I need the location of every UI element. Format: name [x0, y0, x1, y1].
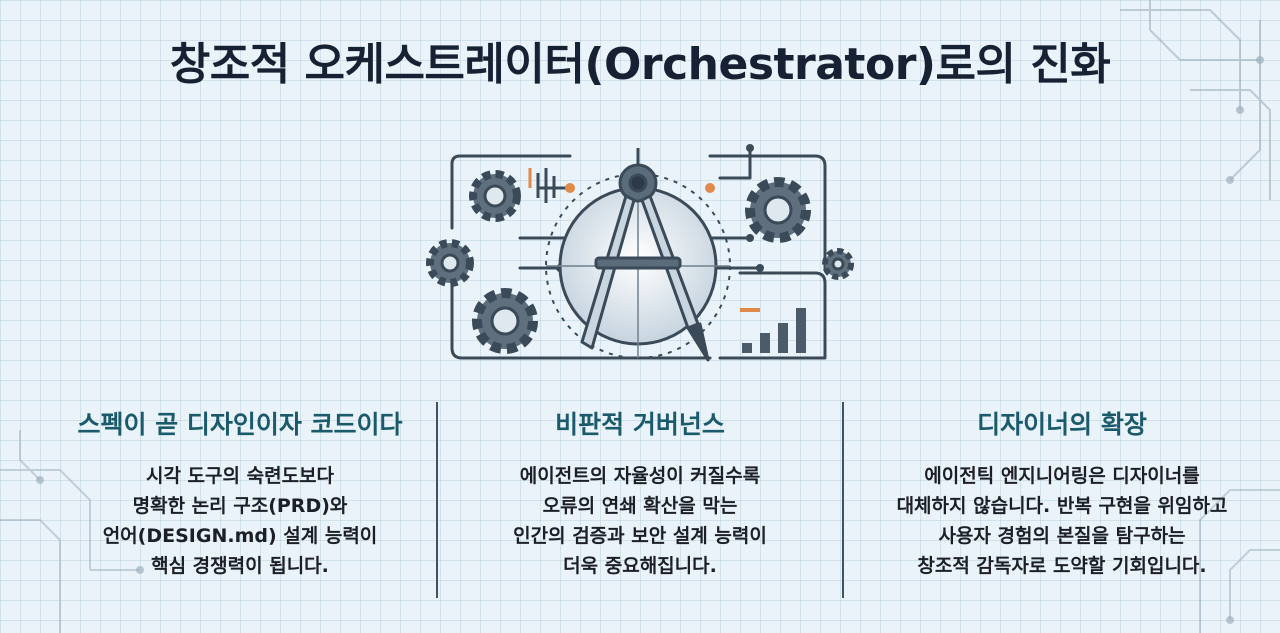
gear-icon	[469, 170, 521, 222]
body-line: 시각 도구의 숙련도보다	[145, 465, 335, 487]
body-line: 인간의 검증과 보안 설계 능력이	[513, 525, 767, 547]
column-divider	[436, 402, 438, 598]
circuit-decoration-bottom-right	[1199, 489, 1280, 633]
body-line: 에이전트의 자율성이 커질수록	[519, 465, 761, 487]
column-critical-governance: 비판적 거버넌스 에이전트의 자율성이 커질수록 오류의 연쇄 확산을 막는 인…	[460, 405, 820, 581]
column-body: 시각 도구의 숙련도보다 명확한 논리 구조(PRD)와 언어(DESIGN.m…	[60, 461, 420, 581]
body-line: 핵심 경쟁력이 됩니다.	[151, 555, 329, 577]
column-body: 에이전트의 자율성이 커질수록 오류의 연쇄 확산을 막는 인간의 검증과 보안…	[460, 461, 820, 581]
column-heading: 디자이너의 확장	[977, 410, 1147, 439]
body-line: 오류의 연쇄 확산을 막는	[542, 495, 738, 517]
body-line: 대체하지 않습니다. 반복 구현을 위임하고	[896, 495, 1228, 517]
compass-illustration	[426, 144, 854, 362]
body-line: 더욱 중요해집니다.	[563, 555, 717, 577]
body-line: 에이전틱 엔지니어링은 디자이너를	[924, 465, 1200, 487]
column-heading: 스펙이 곧 디자인이자 코드이다	[77, 410, 403, 439]
circuit-decoration-top-right	[1120, 0, 1271, 200]
body-line: 명확한 논리 구조(PRD)와	[132, 495, 348, 517]
page-title: 창조적 오케스트레이터(Orchestrator)로의 진화	[169, 39, 1111, 90]
body-line: 창조적 감독자로 도약할 기회입니다.	[917, 555, 1207, 577]
circuit-decoration-bottom-left	[0, 430, 144, 633]
body-line: 언어(DESIGN.md) 설계 능력이	[102, 525, 378, 547]
body-line: 사용자 경험의 본질을 탐구하는	[938, 525, 1186, 547]
column-spec-design-code: 스펙이 곧 디자인이자 코드이다 시각 도구의 숙련도보다 명확한 논리 구조(…	[60, 405, 420, 581]
column-heading: 비판적 거버넌스	[555, 410, 725, 439]
column-divider	[842, 402, 844, 598]
bar-chart-icon	[742, 308, 806, 353]
column-designer-expansion: 디자이너의 확장 에이전틱 엔지니어링은 디자이너를 대체하지 않습니다. 반복…	[862, 405, 1262, 581]
column-body: 에이전틱 엔지니어링은 디자이너를 대체하지 않습니다. 반복 구현을 위임하고…	[862, 461, 1262, 581]
